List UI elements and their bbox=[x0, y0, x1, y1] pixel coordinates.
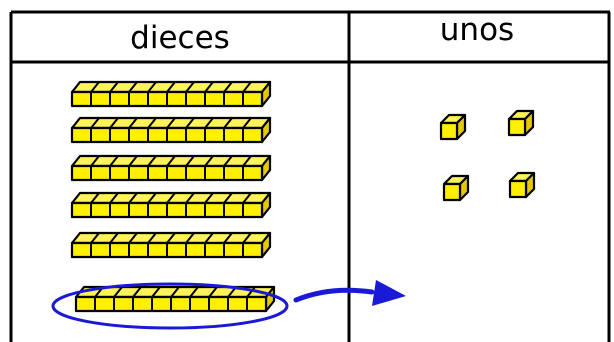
cube-edge bbox=[223, 155, 233, 167]
cube-edge bbox=[185, 81, 195, 93]
cube-edge bbox=[204, 81, 214, 93]
cube-edge bbox=[242, 232, 252, 244]
cube-edge bbox=[109, 117, 119, 129]
cube-edge bbox=[147, 155, 157, 167]
tens-rod bbox=[70, 154, 272, 182]
tens-rod bbox=[70, 231, 272, 259]
cube-edge bbox=[109, 155, 119, 167]
cube-edge bbox=[208, 286, 218, 298]
cube-edge bbox=[185, 117, 195, 129]
cube-edge bbox=[223, 232, 233, 244]
cube-edge bbox=[128, 117, 138, 129]
cube-edge bbox=[242, 192, 252, 204]
cube-edge bbox=[147, 192, 157, 204]
cube-edge bbox=[242, 155, 252, 167]
place-value-table bbox=[9, 10, 611, 342]
ones-column-header: unos bbox=[440, 12, 514, 48]
cube-edge bbox=[166, 155, 176, 167]
cube-edge bbox=[151, 286, 161, 298]
cube-front-face bbox=[507, 117, 527, 137]
cube-edge bbox=[185, 232, 195, 244]
cube-edge bbox=[246, 286, 256, 298]
cube-edge bbox=[109, 232, 119, 244]
cube-edge bbox=[185, 155, 195, 167]
cube-edge bbox=[242, 81, 252, 93]
cube-edge bbox=[170, 286, 180, 298]
ones-cube bbox=[439, 113, 467, 141]
cube-edge bbox=[113, 286, 123, 298]
cube-edge bbox=[242, 117, 252, 129]
ones-cube bbox=[508, 171, 536, 199]
cube-edge bbox=[147, 117, 157, 129]
cube-edge bbox=[185, 192, 195, 204]
cube-edge bbox=[90, 192, 100, 204]
cube-edge bbox=[128, 192, 138, 204]
cube-edge bbox=[132, 286, 142, 298]
cube-edge bbox=[189, 286, 199, 298]
cube-edge bbox=[166, 117, 176, 129]
cube-edge bbox=[204, 155, 214, 167]
cube-front-face bbox=[442, 182, 462, 202]
ones-cubes-group bbox=[439, 109, 536, 202]
cube-edge bbox=[90, 232, 100, 244]
cube-edge bbox=[223, 81, 233, 93]
cube-edge bbox=[147, 232, 157, 244]
cube-edge bbox=[147, 81, 157, 93]
cube-edge bbox=[128, 232, 138, 244]
cube-edge bbox=[128, 81, 138, 93]
cube-edge bbox=[166, 81, 176, 93]
tens-rod bbox=[70, 116, 272, 144]
cube-edge bbox=[90, 81, 100, 93]
cube-edge bbox=[223, 192, 233, 204]
regroup-arrow-head bbox=[372, 280, 406, 306]
cube-edge bbox=[109, 192, 119, 204]
cube-edge bbox=[204, 232, 214, 244]
tens-rod bbox=[70, 191, 272, 219]
tens-column-header: dieces bbox=[130, 20, 230, 56]
cube-edge bbox=[90, 155, 100, 167]
cube-edge bbox=[90, 117, 100, 129]
cube-edge bbox=[166, 232, 176, 244]
regroup-arrow bbox=[293, 287, 375, 303]
cube-edge bbox=[223, 117, 233, 129]
cube-edge bbox=[204, 192, 214, 204]
cube-front-face bbox=[439, 121, 459, 141]
cube-edge bbox=[128, 155, 138, 167]
cube-edge bbox=[204, 117, 214, 129]
tens-rod bbox=[74, 285, 276, 313]
ones-cube bbox=[442, 174, 470, 202]
tens-rod bbox=[70, 80, 272, 108]
tens-rods-group bbox=[70, 80, 276, 313]
rod-highlight-circle bbox=[51, 282, 289, 330]
cube-edge bbox=[109, 81, 119, 93]
cube-edge bbox=[166, 192, 176, 204]
cube-front-face bbox=[508, 179, 528, 199]
ones-cube bbox=[507, 109, 535, 137]
